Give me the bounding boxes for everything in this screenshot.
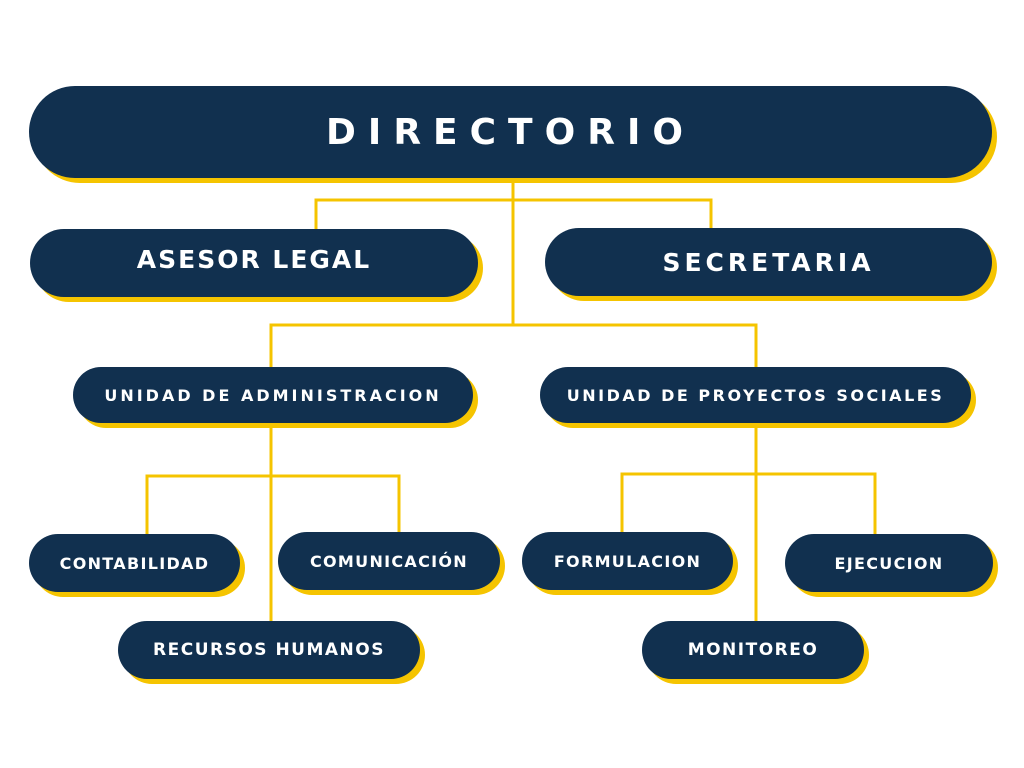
node-monitoreo: MONITOREO: [642, 621, 864, 679]
node-directorio: DIRECTORIO: [29, 86, 992, 178]
node-recursos-humanos: RECURSOS HUMANOS: [118, 621, 420, 679]
node-contabilidad: CONTABILIDAD: [29, 534, 240, 592]
node-unidad-proyectos-sociales: UNIDAD DE PROYECTOS SOCIALES: [540, 367, 971, 423]
node-ejecucion: EJECUCION: [785, 534, 993, 592]
node-unidad-administracion: UNIDAD DE ADMINISTRACION: [73, 367, 473, 423]
node-comunicacion: COMUNICACIÓN: [278, 532, 500, 590]
node-secretaria: SECRETARIA: [545, 228, 992, 296]
node-formulacion: FORMULACION: [522, 532, 733, 590]
node-asesor-legal: ASESOR LEGAL: [30, 229, 478, 297]
